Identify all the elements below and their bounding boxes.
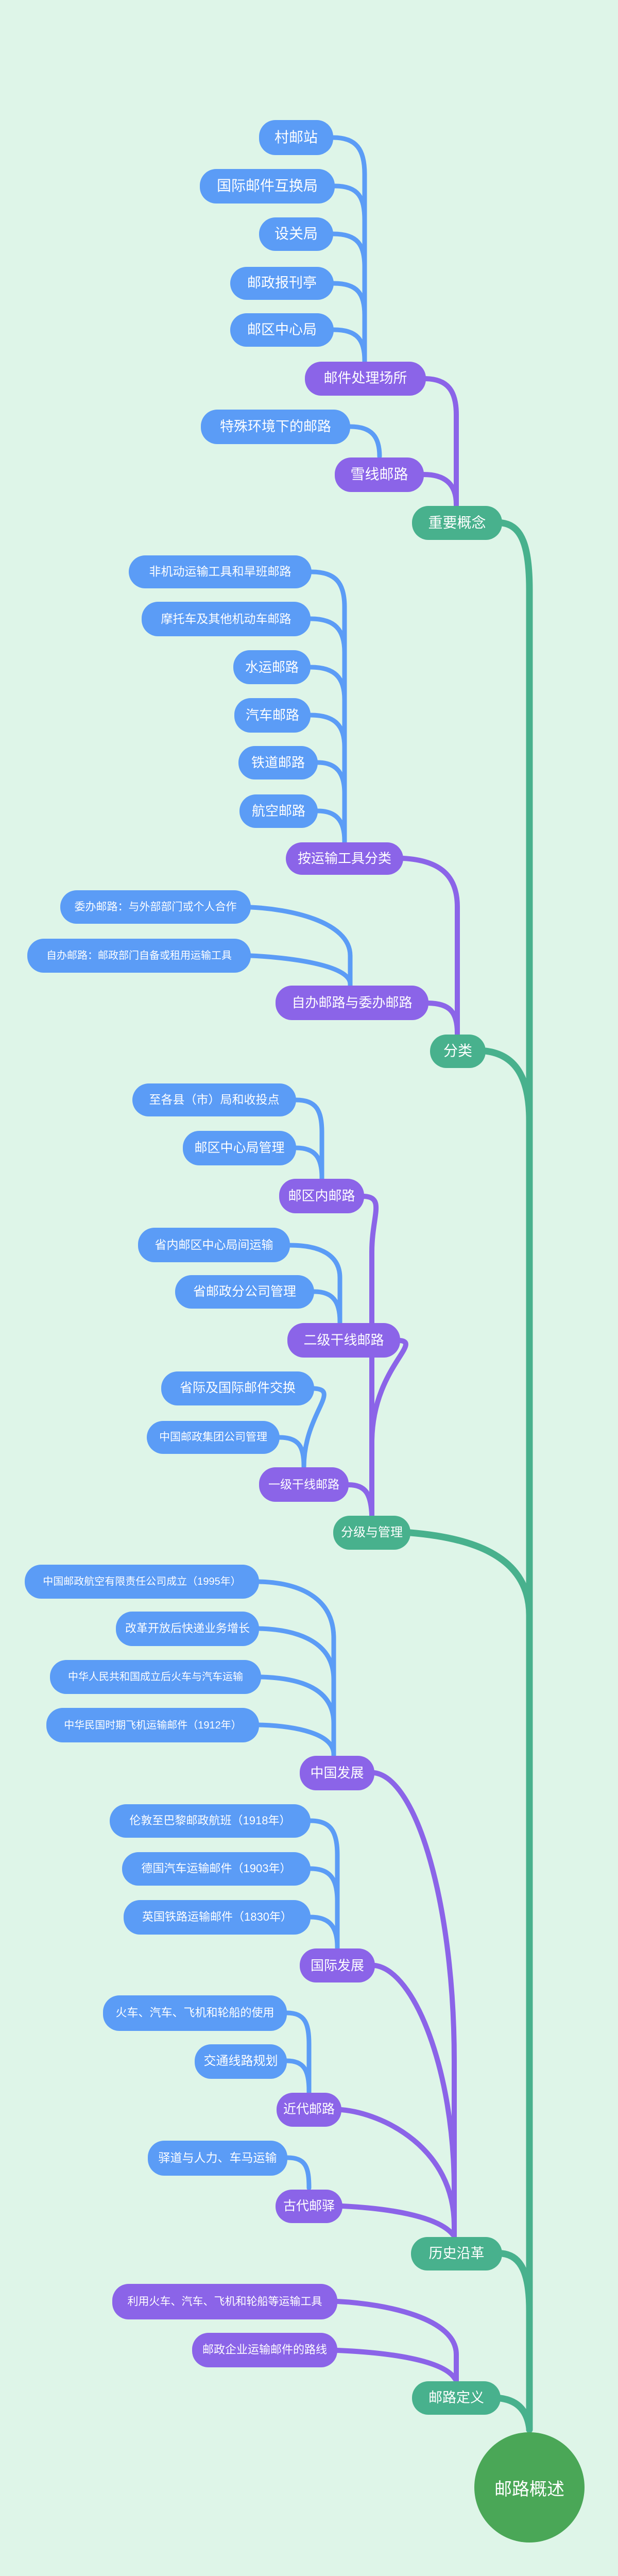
node-first-level-trunk-route[interactable]: 一级干线邮路 [259,1467,349,1502]
connector-path [426,1001,460,1036]
node-key-concepts[interactable]: 重要概念 [412,506,502,540]
node-special-environment-routes[interactable]: 特殊环境下的邮路 [201,410,350,444]
node-interprovincial-intl-exchange[interactable]: 省际及国际邮件交换 [161,1371,314,1405]
connector-path [348,424,382,459]
node-customs-bureau[interactable]: 设关局 [259,217,333,251]
node-grading-and-management[interactable]: 分级与管理 [333,1516,410,1550]
connector-path [362,1194,379,1518]
node-intra-district-route[interactable]: 邮区内邮路 [279,1179,364,1213]
node-uk-rail-1830[interactable]: 英国铁路运输邮件（1830年） [124,1900,311,1935]
node-provincial-branch-managed[interactable]: 省邮政分公司管理 [175,1275,314,1309]
connector-path [312,1289,342,1324]
connector-path [284,2058,312,2093]
connector-path [335,2348,458,2382]
node-reform-express-growth[interactable]: 改革开放后快递业务增长 [116,1612,259,1646]
connector-path [421,472,459,507]
node-postal-enterprise-route-line[interactable]: 邮政企业运输邮件的路线 [192,2333,337,2367]
connector-path [309,569,347,845]
connector-path [308,713,347,845]
connector-path [315,808,347,843]
connector-path [340,2204,456,2238]
node-post-roads-manpower[interactable]: 驿道与人力、车马运输 [148,2141,287,2176]
node-village-post-station[interactable]: 村邮站 [259,120,333,155]
connector-path [331,281,367,364]
connector-path [285,2155,312,2191]
node-by-transport-classification[interactable]: 按运输工具分类 [286,842,403,875]
node-germany-car-1903[interactable]: 德国汽车运输邮件（1903年） [122,1852,311,1886]
node-classification[interactable]: 分类 [430,1035,486,1068]
node-to-county-bureaus[interactable]: 至各县（市）局和收投点 [132,1083,296,1116]
node-water-route[interactable]: 水运邮路 [233,650,311,684]
node-automobile-route[interactable]: 汽车邮路 [234,698,311,733]
connector-path [315,760,347,845]
node-international-development[interactable]: 国际发展 [300,1948,375,1982]
node-intra-province-transport[interactable]: 省内邮区中心局间运输 [138,1228,290,1262]
connector-path [407,1529,533,1619]
node-snowline-route[interactable]: 雪线邮路 [335,457,424,492]
node-second-level-trunk-route[interactable]: 二级干线邮路 [287,1323,400,1358]
connector-path [308,1818,340,1951]
connector-path [308,1866,340,1951]
node-air-route[interactable]: 航空邮路 [239,794,318,828]
node-commissioned-route[interactable]: 委办邮路：与外部部门或个人合作 [60,890,251,924]
node-mail-processing-places[interactable]: 邮件处理场所 [305,362,426,396]
connector-path [332,183,367,364]
node-root-topic[interactable]: 邮路概述 [474,2432,585,2543]
connector-path [277,1435,306,1468]
node-district-center-managed[interactable]: 邮区中心局管理 [183,1131,296,1165]
node-district-center-bureau[interactable]: 邮区中心局 [230,313,334,347]
node-modern-postal-routes[interactable]: 近代邮路 [277,2093,341,2127]
connector-path [284,2010,312,2095]
node-postal-route-definition[interactable]: 邮路定义 [412,2381,501,2415]
connector-path [248,905,353,988]
connector-path [294,1097,324,1181]
node-prc-train-auto-transport[interactable]: 中华人民共和国成立后火车与汽车运输 [50,1660,261,1694]
node-ancient-postal-relay[interactable]: 古代邮驿 [276,2190,342,2223]
node-use-of-transport-tools[interactable]: 利用火车、汽车、飞机和轮船等运输工具 [112,2284,337,2319]
connector-path [339,2107,457,2240]
connector-path [287,1243,342,1326]
node-modern-transport-use[interactable]: 火车、汽车、飞机和轮船的使用 [103,1995,287,2031]
connector-path [401,856,460,1037]
connector-path [308,665,347,845]
node-china-post-group-managed[interactable]: 中国邮政集团公司管理 [147,1421,280,1454]
node-non-motorized-routes[interactable]: 非机动运输工具和旱班邮路 [129,555,312,588]
node-self-vs-commissioned[interactable]: 自办邮路与委办邮路 [276,986,428,1020]
node-roc-aircraft-1912[interactable]: 中华民国时期飞机运输邮件（1912年） [46,1708,259,1742]
connector-path [256,1626,336,1758]
connector-path [497,2395,533,2432]
node-historical-evolution[interactable]: 历史沿革 [411,2237,502,2270]
connector-path [372,1963,457,2240]
connector-path [499,2250,533,2314]
connector-path [423,376,459,509]
connector-path [482,1047,533,1124]
connector-path [308,616,347,845]
connector-path [331,231,367,364]
connector-path [256,1722,336,1757]
connector-path [331,327,367,363]
connector-path [301,1386,327,1470]
connector-path [259,1674,336,1758]
connector-path [499,519,533,2433]
connector-path [369,1338,408,1518]
node-postal-newsstand[interactable]: 邮政报刊亭 [230,267,334,300]
node-china-development[interactable]: 中国发展 [300,1756,374,1790]
connector-path [346,1482,374,1517]
node-london-paris-1918[interactable]: 伦敦至巴黎邮政航班（1918年） [110,1804,311,1838]
connector-path [331,135,367,364]
node-railway-route[interactable]: 铁道邮路 [238,746,318,779]
connector-path [308,1914,340,1950]
node-traffic-route-planning[interactable]: 交通线路规划 [195,2044,287,2079]
connector-path [248,953,353,987]
node-intl-mail-exchange-bureau[interactable]: 国际邮件互换局 [200,169,335,204]
connector-path [335,2299,459,2384]
node-self-operated-route[interactable]: 自办邮路：邮政部门自备或租用运输工具 [27,939,251,973]
node-motorcycle-routes[interactable]: 摩托车及其他机动车邮路 [142,602,311,636]
connector-path [256,1579,336,1758]
connector-path [372,1770,457,2240]
connector-path [294,1145,324,1180]
node-china-post-airline-1995[interactable]: 中国邮政航空有限责任公司成立（1995年） [25,1565,259,1599]
